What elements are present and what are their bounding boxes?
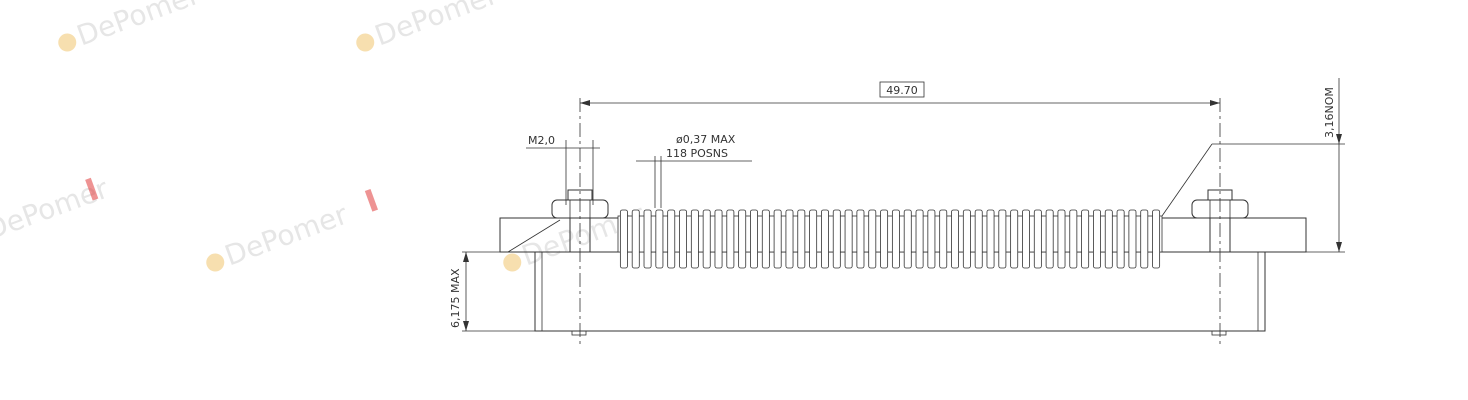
- dimension-pins: ø0,37 MAX 118 POSNS: [636, 133, 752, 208]
- contact-pin: [750, 209, 758, 269]
- screw-shank-left: [569, 217, 591, 253]
- contact-pin: [1104, 209, 1113, 269]
- dimension-height-left: 6,175 MAX: [449, 251, 580, 332]
- watermark: DePomer: [206, 188, 379, 273]
- contact-pin: [631, 209, 640, 269]
- watermark-text: DePomer: [72, 0, 204, 52]
- screw-right: [1191, 189, 1249, 253]
- contact-pin: [643, 209, 652, 269]
- pin-strip: [617, 209, 1163, 269]
- contact-pin: [1033, 209, 1042, 269]
- contact-pin: [1081, 209, 1090, 269]
- contact-pin: [962, 209, 971, 269]
- screw-shank-right: [1209, 217, 1231, 253]
- height-right-label: 3,16NOM: [1323, 87, 1336, 138]
- dimension-thread: M2,0: [526, 134, 600, 205]
- watermark-accent-icon: [364, 188, 379, 212]
- connector-body: [499, 189, 1307, 336]
- contact-pin: [998, 209, 1007, 269]
- watermark-logo-icon: [206, 253, 225, 272]
- screw-head-left: [567, 189, 593, 201]
- contact-pin: [785, 209, 794, 269]
- watermark-logo-icon: [356, 33, 375, 52]
- height-leader: [1161, 143, 1213, 217]
- mount-peg-left: [571, 330, 587, 336]
- height-left-label: 6,175 MAX: [449, 268, 462, 328]
- contact-pin: [1093, 209, 1101, 269]
- contact-pin: [738, 209, 747, 269]
- dimension-box: [879, 81, 925, 98]
- contact-pin: [714, 209, 723, 269]
- contact-pin: [868, 209, 877, 269]
- arrow-right-icon: [1210, 100, 1220, 106]
- screw-head-right: [1207, 189, 1233, 201]
- contact-pin: [1057, 209, 1066, 269]
- contact-pin: [903, 209, 912, 269]
- contact-pin: [1152, 209, 1161, 269]
- watermark-accent-icon: [85, 177, 99, 201]
- contact-pin: [690, 209, 699, 269]
- contact-pin: [619, 209, 628, 269]
- contact-pin: [761, 209, 770, 269]
- mount-peg-right: [1211, 330, 1227, 336]
- arrow-left-icon: [580, 100, 590, 106]
- screw-left: [551, 189, 609, 253]
- watermark-text: DePomer: [370, 0, 502, 52]
- arrow-up-icon: [463, 252, 469, 262]
- arrow-down-icon: [1336, 134, 1342, 144]
- contact-pin: [667, 209, 676, 269]
- contact-pin: [1116, 209, 1125, 269]
- watermark-text: DePomer: [0, 172, 113, 247]
- contact-pin: [951, 209, 959, 269]
- contact-pin: [809, 209, 818, 269]
- contact-pin: [1022, 209, 1030, 269]
- contact-pin: [974, 209, 983, 269]
- contact-pin: [1128, 209, 1137, 269]
- arrow-up-icon: [1336, 242, 1342, 252]
- contact-pin: [927, 209, 936, 269]
- positions-label: 118 POSNS: [666, 147, 728, 160]
- thread-label: M2,0: [528, 134, 555, 147]
- pin-strip-body: [617, 215, 1163, 253]
- contact-pin: [655, 209, 664, 269]
- contact-pin: [1010, 209, 1019, 269]
- contact-pin: [821, 209, 829, 269]
- contact-pin: [797, 209, 806, 269]
- contact-pin: [856, 209, 865, 269]
- contact-pin: [844, 209, 853, 269]
- arrow-down-icon: [463, 321, 469, 331]
- contact-pin: [1045, 209, 1054, 269]
- contact-pin: [986, 209, 995, 269]
- watermark-text: DePomer: [220, 198, 352, 273]
- contact-pin: [726, 209, 735, 269]
- contact-pin: [939, 209, 948, 269]
- overall-length-label: 49.70: [886, 84, 918, 97]
- watermark-logo-icon: [503, 253, 522, 272]
- contact-pin: [880, 209, 889, 269]
- contact-pin: [679, 209, 687, 269]
- watermark: DePomer: [356, 0, 502, 52]
- contact-pin: [891, 209, 900, 269]
- contact-pin: [832, 209, 841, 269]
- dimension-height-right: 3,16NOM: [1161, 78, 1345, 253]
- contact-pin: [773, 209, 782, 269]
- contact-pin: [1069, 209, 1078, 269]
- dimension-overall-length: 49.70: [579, 81, 1221, 345]
- contact-pin: [702, 209, 711, 269]
- flange-chamfer-left: [507, 219, 561, 253]
- watermark: DePomer: [58, 0, 204, 52]
- contact-pin: [1140, 209, 1149, 269]
- watermark: DePomer: [0, 172, 113, 247]
- contact-pin: [915, 209, 924, 269]
- pin-diameter-label: ø0,37 MAX: [676, 133, 736, 146]
- watermark-logo-icon: [58, 33, 77, 52]
